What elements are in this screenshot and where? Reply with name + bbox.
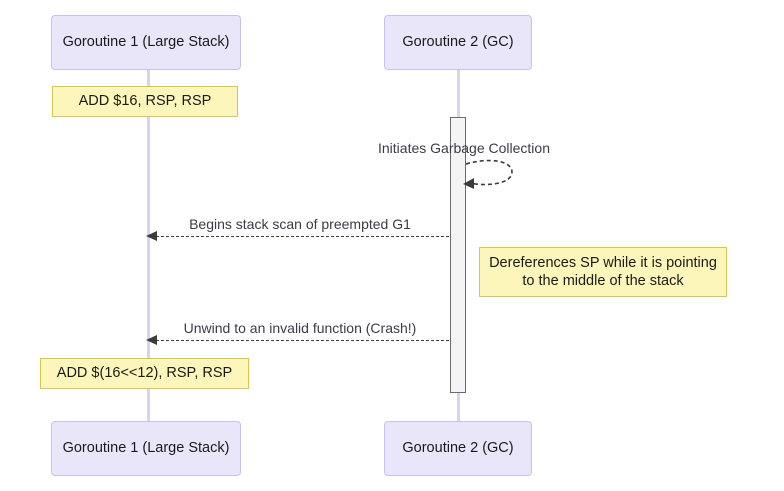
note-add-16: ADD $16, RSP, RSP bbox=[52, 86, 238, 117]
message-arrowhead-begins-stack-scan bbox=[146, 231, 157, 241]
message-label-unwind-crash: Unwind to an invalid function (Crash!) bbox=[183, 320, 417, 336]
note-add-shifted: ADD $(16<<12), RSP, RSP bbox=[40, 358, 249, 389]
note-text: Dereferences SP while it is pointing to … bbox=[489, 254, 717, 289]
message-line-unwind-crash bbox=[156, 340, 449, 341]
participant-goroutine-1-top[interactable]: Goroutine 1 (Large Stack) bbox=[51, 15, 241, 70]
participant-goroutine-2-top[interactable]: Goroutine 2 (GC) bbox=[384, 15, 532, 70]
participant-label: Goroutine 1 (Large Stack) bbox=[62, 33, 230, 50]
note-dereferences-sp: Dereferences SP while it is pointing to … bbox=[479, 247, 727, 297]
participant-label: Goroutine 2 (GC) bbox=[402, 33, 514, 50]
participant-label: Goroutine 1 (Large Stack) bbox=[62, 439, 230, 456]
message-arrowhead-unwind-crash bbox=[146, 335, 157, 345]
activation-bar-gc bbox=[450, 117, 466, 393]
participant-goroutine-1-bottom[interactable]: Goroutine 1 (Large Stack) bbox=[51, 421, 241, 476]
note-text: ADD $16, RSP, RSP bbox=[78, 93, 212, 110]
note-text: ADD $(16<<12), RSP, RSP bbox=[56, 365, 233, 382]
lifeline-goroutine-1 bbox=[147, 70, 150, 422]
message-label-initiates-gc: Initiates Garbage Collection bbox=[378, 140, 550, 156]
message-line-begins-stack-scan bbox=[156, 236, 449, 237]
participant-goroutine-2-bottom[interactable]: Goroutine 2 (GC) bbox=[384, 421, 532, 476]
participant-label: Goroutine 2 (GC) bbox=[402, 439, 514, 456]
self-loop-arrow-initiates-gc bbox=[463, 159, 513, 189]
message-label-begins-stack-scan: Begins stack scan of preempted G1 bbox=[189, 216, 411, 232]
